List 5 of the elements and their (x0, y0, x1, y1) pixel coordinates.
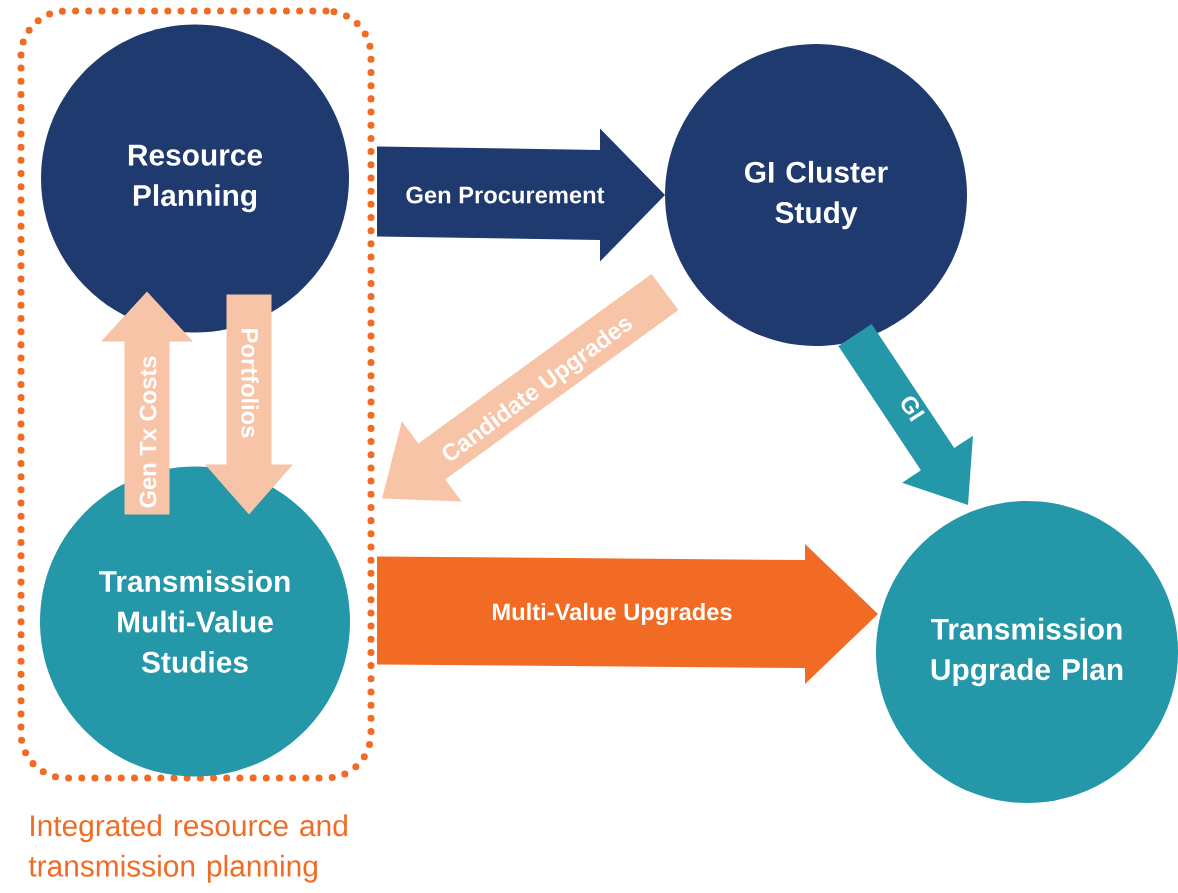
block-arrow (838, 323, 973, 505)
block-arrow (377, 544, 878, 684)
group-heading: Integrated resource and transmission planning (28, 814, 347, 883)
edge-label: Multi-Value Upgrades (489, 601, 735, 627)
edge-label: GI (895, 390, 929, 426)
